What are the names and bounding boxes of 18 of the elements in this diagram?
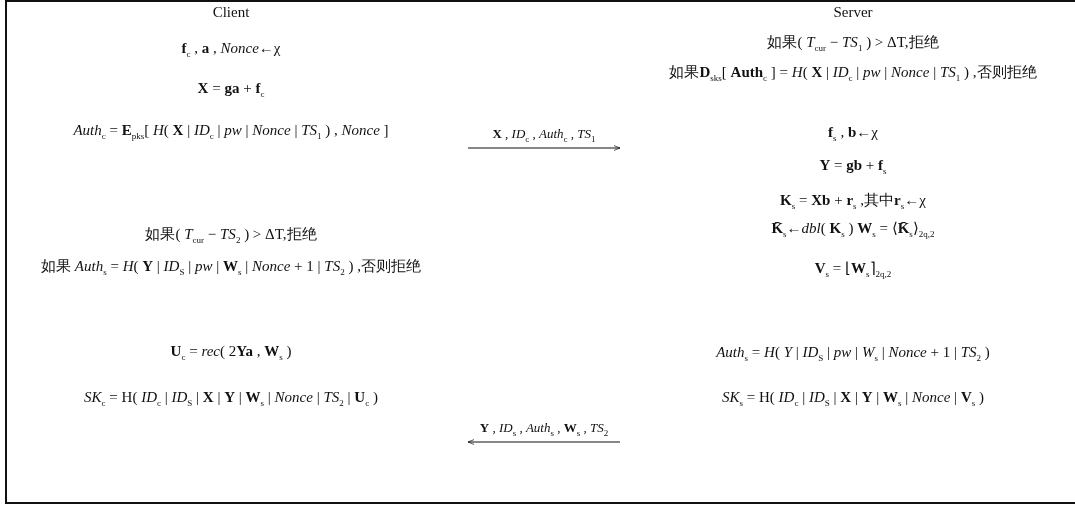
protocol-step: Y = gb + f$_{s}$ (819, 153, 887, 183)
column-heading: Client (212, 3, 250, 22)
protocol-step: Auth$_{s}$ = H( Y | ID$_{S}$ | pw | W$_{s}$ | Nonce + 1 | TS$_{2}$ ) (716, 340, 990, 370)
protocol-step: K̄$_{s}$←dbl( K$_{s}$ ) W$_{s}$ = ⟨K̄$_{s}$⟩$_{2q,2}$ (771, 216, 935, 246)
protocol-step: V$_{s}$ = ⌊W$_{s}$⌉$_{2q,2}$ (814, 256, 892, 286)
protocol-step: f$_{c}$ , a , Nonce←χ (181, 36, 281, 66)
protocol-step: f$_{s}$ , b←χ (828, 120, 878, 150)
protocol-step: U$_{c}$ = rec( 2Ya , W$_{s}$ ) (170, 339, 292, 369)
column-heading: Server (833, 3, 873, 22)
protocol-step: K$_{s}$ = Xb + r$_{s}$ ,其中r$_{s}$←χ (780, 188, 926, 218)
protocol-step: 如果( T$_{cur}$ − TS$_{1}$ ) > ΔT,拒绝 (767, 30, 939, 60)
protocol-step: SK$_{s}$ = H( ID$_{c}$ | ID$_{S}$ | X | Y | W$_{s}$ | Nonce | V$_{s}$ ) (722, 385, 984, 415)
protocol-step: Auth$_{c}$ = E$_{pks}$[ H( X | ID$_{c}$ | pw | Nonce | TS$_{1}$ ) , Nonce ] (73, 118, 389, 148)
protocol-step: 如果 Auth$_{s}$ = H( Y | ID$_{S}$ | pw | W$_{s}$ | Nonce + 1 | TS$_{2}$ ) ,否则拒绝 (11, 254, 451, 284)
protocol-step: 如果D$_{sks}$[ Auth$_{c}$ ] = H( X | ID$_{c}$ | pw | Nonce | TS$_{1}$ ) ,否则拒绝 (613, 60, 1075, 90)
protocol-step: SK$_{c}$ = H( ID$_{c}$ | ID$_{S}$ | X | Y | W$_{s}$ | Nonce | TS$_{2}$ | U$_{c}$ ) (84, 385, 378, 415)
protocol-step: X = ga + f$_{c}$ (197, 76, 265, 106)
protocol-step: 如果( T$_{cur}$ − TS$_{2}$ ) > ΔT,拒绝 (145, 222, 317, 252)
